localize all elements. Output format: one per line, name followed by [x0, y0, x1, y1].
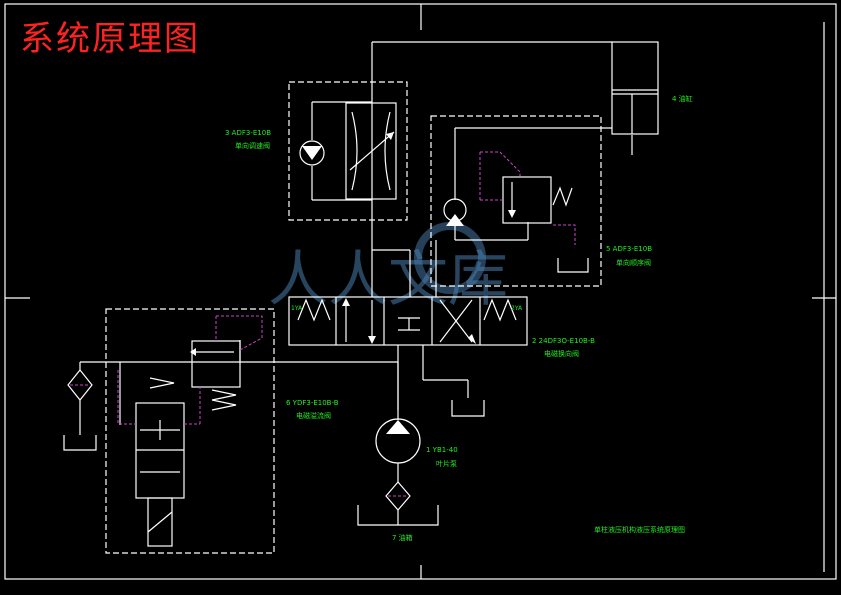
- watermark-text: 人人文库: [268, 245, 508, 315]
- cylinder-label: 4 油缸: [672, 94, 693, 103]
- directional-valve-name: 电磁换向阀: [544, 349, 579, 358]
- pump-name: 叶片泵: [436, 459, 457, 468]
- center-marks: [5, 4, 836, 579]
- diagram-title: 系统原理图: [20, 19, 200, 59]
- solenoid-right-label: 2YA: [511, 305, 523, 312]
- return-tank-symbol: [451, 400, 485, 417]
- sequence-valve-code: 5 ADF3-E10B: [606, 245, 652, 253]
- diagram-caption: 单柱液压机构液压系统原理图: [594, 525, 685, 534]
- hydraulic-cylinder: [611, 41, 659, 135]
- pilot-filter: [67, 369, 93, 401]
- throttle-valve-name: 单向调速阀: [235, 141, 270, 150]
- relief-valve-name: 电磁溢流阀: [296, 411, 331, 420]
- pilot-tank-symbol: [63, 435, 97, 451]
- one-way-sequence-valve: [430, 115, 602, 287]
- watermark: 人人文库: [268, 222, 508, 315]
- vane-pump: [375, 418, 421, 464]
- solenoid-directional-valve: [288, 296, 528, 346]
- directional-valve-code: 2 24DF3O-E10B-B: [532, 337, 595, 345]
- solenoid-relief-valve: [105, 308, 275, 554]
- throttle-valve-code: 3 ADF3-E10B: [225, 129, 271, 137]
- tank-label: 7 油箱: [392, 533, 413, 542]
- oil-tank-symbol: [357, 505, 439, 526]
- solenoid-left-label: 1YA: [291, 305, 303, 312]
- suction-filter: [385, 481, 411, 511]
- relief-valve-code: 6 YDF3-E10B-B: [286, 399, 339, 407]
- one-way-throttle-valve: [288, 81, 408, 221]
- pump-code: 1 YB1-40: [426, 446, 458, 454]
- sequence-valve-name: 单向顺序阀: [616, 258, 651, 267]
